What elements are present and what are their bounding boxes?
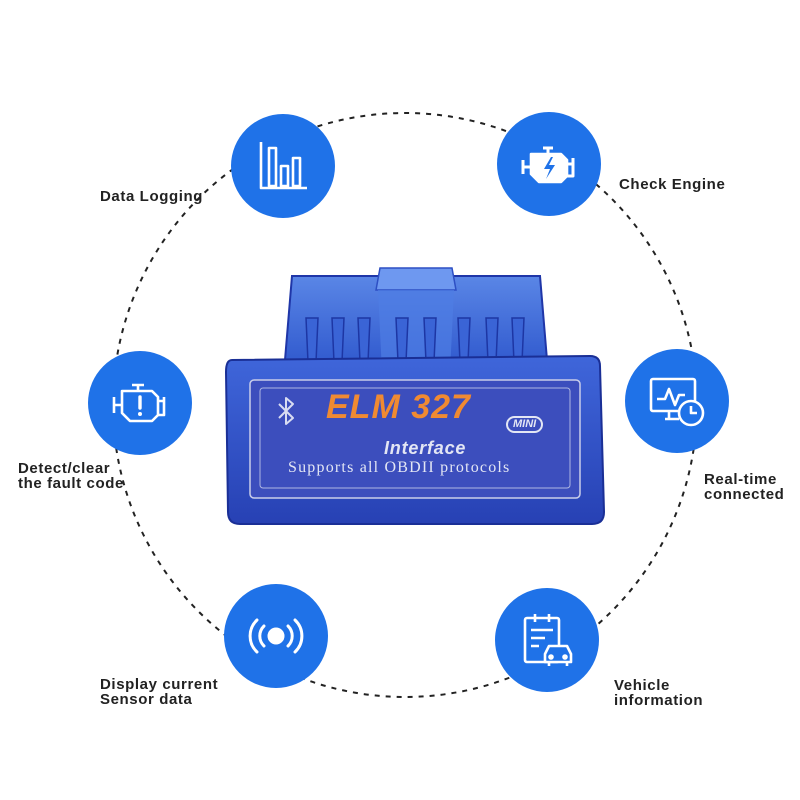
bar-chart-icon <box>259 142 307 190</box>
device-brand: ELM 327 <box>326 388 471 426</box>
engine-lightning-icon <box>521 146 575 184</box>
feature-circle-sensor-data <box>224 584 328 688</box>
feature-circle-check-engine <box>497 112 601 216</box>
clipboard-car-icon <box>523 614 573 666</box>
device-label-plate <box>249 379 581 499</box>
device-subtitle: Interface <box>384 438 467 458</box>
label-sensor-data: Display current Sensor data <box>100 677 218 707</box>
label-line: Data Logging <box>100 188 204 205</box>
device-connector-cap <box>375 267 457 291</box>
label-fault-code: Detect/clear the fault code <box>18 461 124 491</box>
device-badge: MINI <box>506 416 544 433</box>
label-line: Detect/clear <box>18 460 111 477</box>
label-line: Vehicle <box>614 677 670 694</box>
sensor-signal-icon <box>248 618 304 654</box>
feature-circle-fault-code <box>88 351 192 455</box>
label-vehicle-info: Vehicle information <box>614 678 703 708</box>
label-line: Display current <box>100 676 219 693</box>
device-tagline: Supports all OBDII protocols <box>288 459 511 476</box>
label-line: information <box>614 692 704 709</box>
feature-circle-data-logging <box>231 114 335 218</box>
feature-circle-vehicle-info <box>495 588 599 692</box>
label-line: Real-time <box>704 471 777 488</box>
label-line: the fault code <box>18 475 124 492</box>
label-data-logging: Data Logging <box>100 189 203 204</box>
bluetooth-icon <box>278 397 294 425</box>
monitor-clock-icon <box>649 377 705 427</box>
label-line: Sensor data <box>100 691 193 708</box>
label-real-time: Real-time connected <box>704 472 784 502</box>
engine-warning-icon <box>112 383 166 423</box>
label-check-engine: Check Engine <box>619 177 725 192</box>
feature-circle-real-time <box>625 349 729 453</box>
label-line: Check Engine <box>619 176 726 193</box>
label-line: connected <box>704 486 785 503</box>
